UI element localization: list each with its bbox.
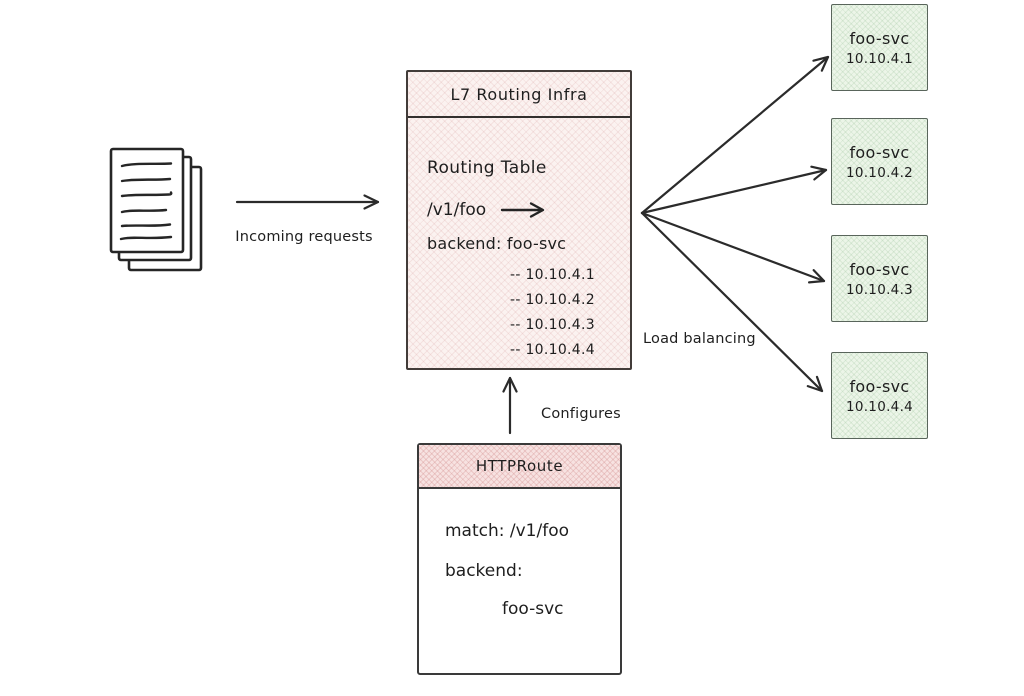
lb-arrow-3 — [640, 211, 826, 284]
configures-arrow — [502, 376, 518, 435]
service-ip: 10.10.4.4 — [845, 398, 914, 415]
service-ip: 10.10.4.1 — [845, 50, 914, 67]
httproute-match-line: match: /v1/foo — [445, 521, 570, 541]
httproute-title: HTTPRoute — [475, 457, 564, 475]
endpoint-item: -- 10.10.4.3 — [510, 317, 595, 333]
incoming-arrow — [235, 194, 380, 210]
configures-label: Configures — [541, 406, 621, 422]
service-name: foo-svc — [849, 28, 910, 48]
service-box-4: foo-svc 10.10.4.4 — [831, 352, 928, 439]
load-balancing-label: Load balancing — [643, 331, 756, 347]
route-path: /v1/foo — [427, 200, 487, 220]
httproute-header: HTTPRoute — [419, 445, 620, 489]
httproute-backend-key: backend: — [445, 561, 523, 581]
service-name: foo-svc — [849, 142, 910, 162]
right-arrow-icon — [500, 202, 545, 218]
route-path-row: /v1/foo — [427, 198, 630, 222]
service-box-3: foo-svc 10.10.4.3 — [831, 235, 928, 322]
service-name: foo-svc — [849, 376, 910, 396]
endpoint-item: -- 10.10.4.2 — [510, 292, 595, 308]
endpoint-item: -- 10.10.4.1 — [510, 267, 595, 283]
httproute-box: HTTPRoute match: /v1/foo backend: foo-sv… — [417, 443, 622, 675]
lb-arrow-2 — [640, 165, 828, 215]
lb-arrow-1 — [640, 55, 830, 215]
httproute-body: match: /v1/foo backend: foo-svc — [419, 519, 620, 621]
routing-table-heading: Routing Table — [427, 158, 547, 178]
endpoint-list: -- 10.10.4.1 -- 10.10.4.2 -- 10.10.4.3 -… — [510, 263, 630, 363]
endpoint-item: -- 10.10.4.4 — [510, 342, 595, 358]
service-box-1: foo-svc 10.10.4.1 — [831, 4, 928, 91]
httproute-backend-value: foo-svc — [502, 599, 564, 619]
service-ip: 10.10.4.2 — [845, 164, 914, 181]
service-ip: 10.10.4.3 — [845, 281, 914, 298]
router-backend-line: backend: foo-svc — [427, 234, 567, 253]
router-box: L7 Routing Infra Routing Table /v1/foo b… — [406, 70, 632, 370]
router-box-body: Routing Table /v1/foo backend: foo-svc -… — [408, 156, 630, 363]
document-stack-icon — [109, 147, 203, 272]
incoming-requests-label: Incoming requests — [235, 229, 373, 245]
service-name: foo-svc — [849, 259, 910, 279]
router-box-header: L7 Routing Infra — [408, 72, 630, 118]
router-box-title: L7 Routing Infra — [450, 84, 588, 104]
lb-arrow-4 — [640, 211, 824, 393]
service-box-2: foo-svc 10.10.4.2 — [831, 118, 928, 205]
